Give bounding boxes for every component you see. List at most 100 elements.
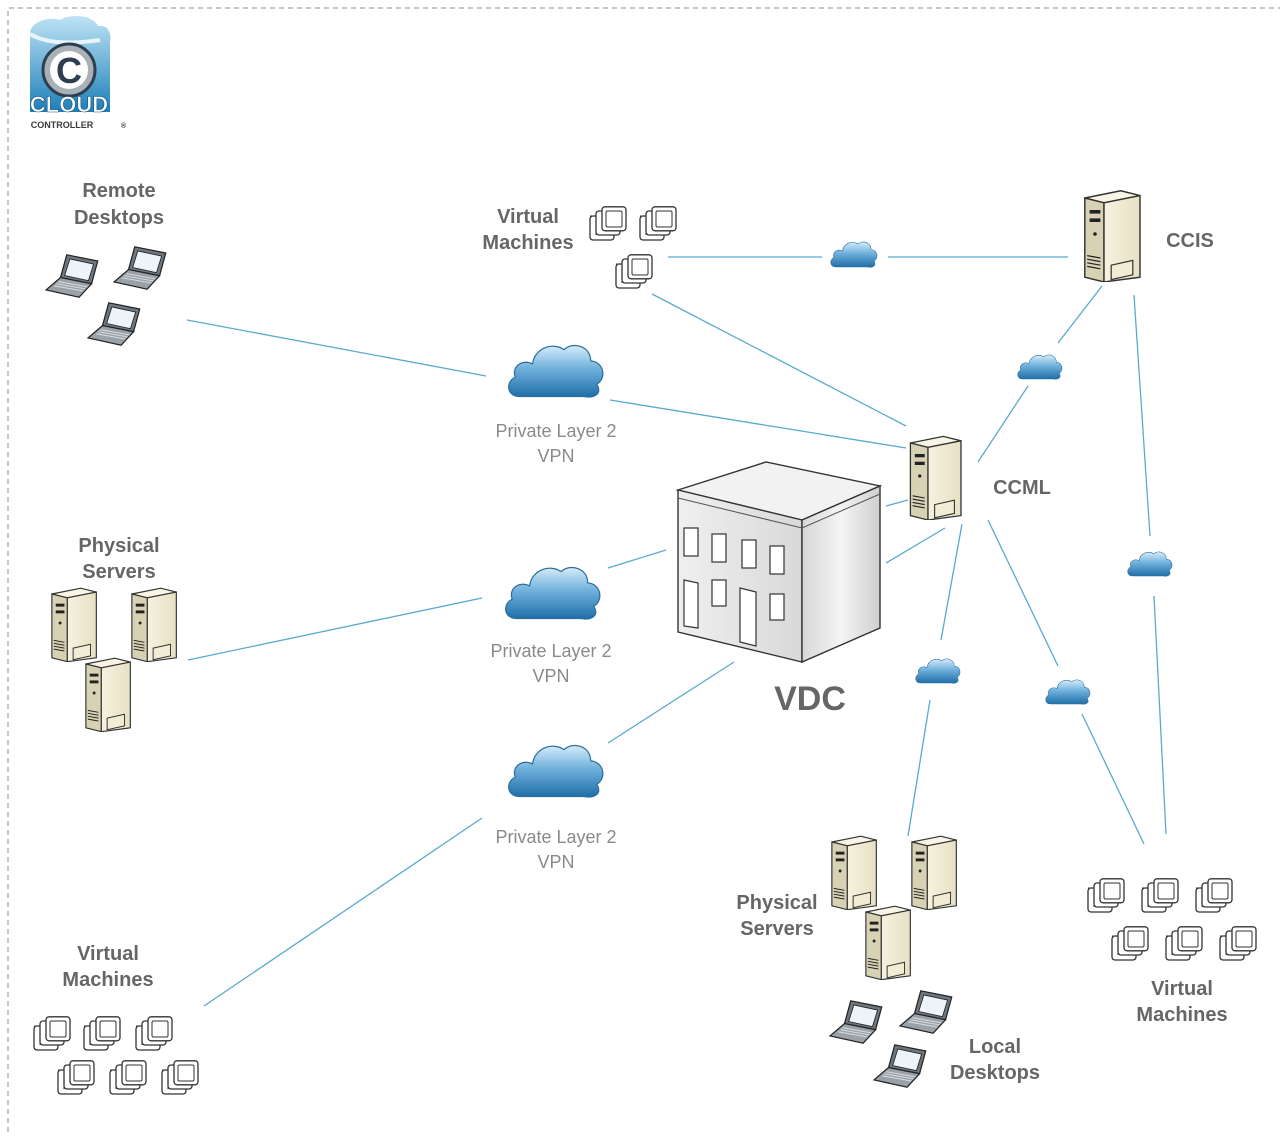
server-icon xyxy=(911,835,957,910)
vm-icon xyxy=(33,1016,71,1051)
link-ccml-cloud-bottom xyxy=(940,523,963,641)
laptop-icon xyxy=(873,1044,927,1088)
remote-desktops-group xyxy=(45,246,167,346)
small-cloud-ccis-ccml xyxy=(1017,354,1063,380)
link-cloud-vm-right xyxy=(1153,595,1167,835)
cloud-controller-logo: C CLOUD CONTROLLER ® xyxy=(28,16,127,130)
link-vm-top-ccml xyxy=(651,293,907,427)
label-line: Physical xyxy=(78,535,159,557)
label-line: Machines xyxy=(482,232,573,254)
laptop-icon xyxy=(87,302,141,346)
label-line: Virtual xyxy=(77,943,139,965)
label-line: Private Layer 2 xyxy=(495,421,616,441)
label-line: Remote xyxy=(82,180,155,202)
vm-bottom-left-group xyxy=(33,1016,199,1095)
vm-icon xyxy=(135,1016,173,1051)
label-line: Servers xyxy=(82,561,155,583)
label-line: VPN xyxy=(537,852,574,872)
local-desktops-group xyxy=(829,990,953,1088)
link-ccis-cloud-right xyxy=(1133,294,1151,537)
small-cloud-right xyxy=(1127,551,1173,577)
link-cloud-ccml xyxy=(977,385,1029,463)
link-ccml-cloud-bottom-right xyxy=(987,519,1059,667)
link-cloud-physical-bottom xyxy=(907,699,931,837)
remote-desktops-label: Remote Desktops xyxy=(74,180,164,229)
connection-lines xyxy=(186,256,1167,1007)
local-desktops-label: Local Desktops xyxy=(950,1036,1040,1084)
page-border xyxy=(7,7,1280,1132)
link-vdc-vpn-middle xyxy=(607,549,667,569)
vm-icon xyxy=(1165,926,1203,961)
label-line: Virtual xyxy=(1151,978,1213,1000)
server-icon xyxy=(831,835,877,910)
label-line: Desktops xyxy=(74,207,164,229)
link-vpn-middle-physical xyxy=(187,597,483,661)
physical-servers-left-label: Physical Servers xyxy=(78,535,159,583)
vm-bottom-left-label: Virtual Machines xyxy=(62,943,153,991)
vpn-middle-label: Private Layer 2 VPN xyxy=(490,641,611,686)
laptop-icon xyxy=(45,254,99,298)
vpn-top-label: Private Layer 2 VPN xyxy=(495,421,616,466)
label-line: Machines xyxy=(1136,1004,1227,1026)
server-icon xyxy=(51,587,97,662)
link-ccml-vdc-2 xyxy=(885,527,946,564)
vm-icon xyxy=(1219,926,1257,961)
vm-bottom-right-label: Virtual Machines xyxy=(1136,978,1227,1026)
vm-icon xyxy=(109,1060,147,1095)
label-line: Local xyxy=(969,1036,1021,1058)
vdc-building-icon xyxy=(675,461,883,664)
vdc-label: VDC xyxy=(774,680,846,718)
label-line: Private Layer 2 xyxy=(490,641,611,661)
server-icon xyxy=(865,905,911,980)
small-cloud-bottom xyxy=(915,658,961,684)
vpn-cloud-bottom xyxy=(508,744,604,798)
logo-letter: C xyxy=(56,50,82,91)
label-line: Physical xyxy=(736,892,817,914)
vm-bottom-right-group xyxy=(1087,878,1257,961)
link-ccml-vdc-1 xyxy=(885,499,909,507)
vpn-cloud-middle xyxy=(505,566,601,620)
logo-registered-mark: ® xyxy=(121,122,127,130)
vm-icon xyxy=(1111,926,1149,961)
link-ccis-cloud xyxy=(1057,285,1103,344)
link-vpn-top-ccml xyxy=(609,399,907,449)
logo-subtitle: CONTROLLER xyxy=(31,120,94,130)
laptop-icon xyxy=(899,990,953,1034)
label-line: VPN xyxy=(537,446,574,466)
vm-icon xyxy=(589,206,627,241)
link-vdc-vpn-bottom xyxy=(607,661,735,744)
label-line: VPN xyxy=(532,666,569,686)
label-line: Machines xyxy=(62,969,153,991)
logo-wordmark: CLOUD xyxy=(30,92,108,117)
vm-icon xyxy=(1141,878,1179,913)
vm-icon xyxy=(161,1060,199,1095)
vpn-cloud-top xyxy=(508,344,604,398)
ccis-server-icon xyxy=(1084,190,1141,282)
link-vpn-bottom-vm xyxy=(203,817,483,1007)
server-icon xyxy=(131,587,177,662)
ccml-server-icon xyxy=(909,435,962,520)
physical-servers-bottom-label: Physical Servers xyxy=(736,892,817,940)
laptop-icon xyxy=(829,1000,883,1044)
link-remote-desktops-vpn xyxy=(186,319,487,377)
small-cloud-bottom-right xyxy=(1045,679,1091,705)
vm-top-label: Virtual Machines xyxy=(482,206,573,254)
vm-icon xyxy=(615,254,653,289)
vpn-bottom-label: Private Layer 2 VPN xyxy=(495,827,616,872)
vm-top-group xyxy=(589,206,677,289)
vm-icon xyxy=(639,206,677,241)
laptop-icon xyxy=(113,246,167,290)
physical-servers-left-group xyxy=(51,587,177,732)
ccml-label: CCML xyxy=(993,477,1051,499)
small-cloud-top xyxy=(830,241,878,268)
physical-servers-bottom-group xyxy=(831,835,957,980)
vm-icon xyxy=(1195,878,1233,913)
label-line: Desktops xyxy=(950,1062,1040,1084)
label-line: Servers xyxy=(740,918,813,940)
vm-icon xyxy=(83,1016,121,1051)
ccis-label: CCIS xyxy=(1166,230,1214,252)
server-icon xyxy=(85,657,131,732)
label-line: Virtual xyxy=(497,206,559,228)
vm-icon xyxy=(1087,878,1125,913)
